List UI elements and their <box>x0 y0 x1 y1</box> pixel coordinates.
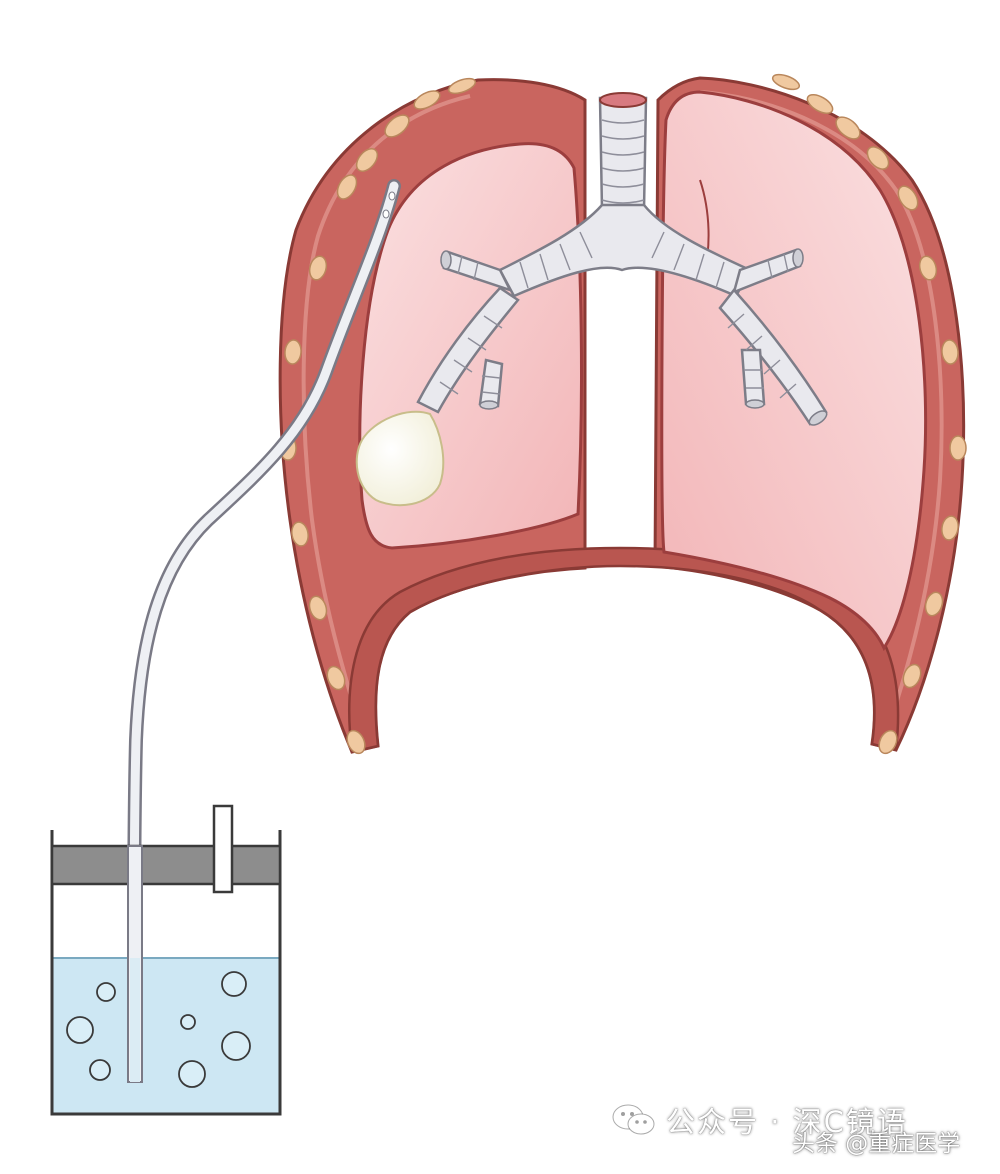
watermark-account: 公众号 · 深C镜语 <box>612 1100 908 1140</box>
ribs-left <box>279 77 477 755</box>
air-bubbles <box>66 971 251 1088</box>
ribs-right <box>771 73 967 755</box>
bottle-stopper <box>50 844 282 886</box>
air-leak-bulla <box>355 410 445 507</box>
watermark-platform: 头条 @重症医学 <box>792 1131 961 1157</box>
vent-pipe <box>212 804 234 894</box>
watermark-account-text: 公众号 · 深C镜语 <box>666 1105 908 1139</box>
airway-tree <box>416 92 828 426</box>
wechat-icon <box>612 1103 656 1137</box>
water-seal-bottle <box>50 804 282 1116</box>
